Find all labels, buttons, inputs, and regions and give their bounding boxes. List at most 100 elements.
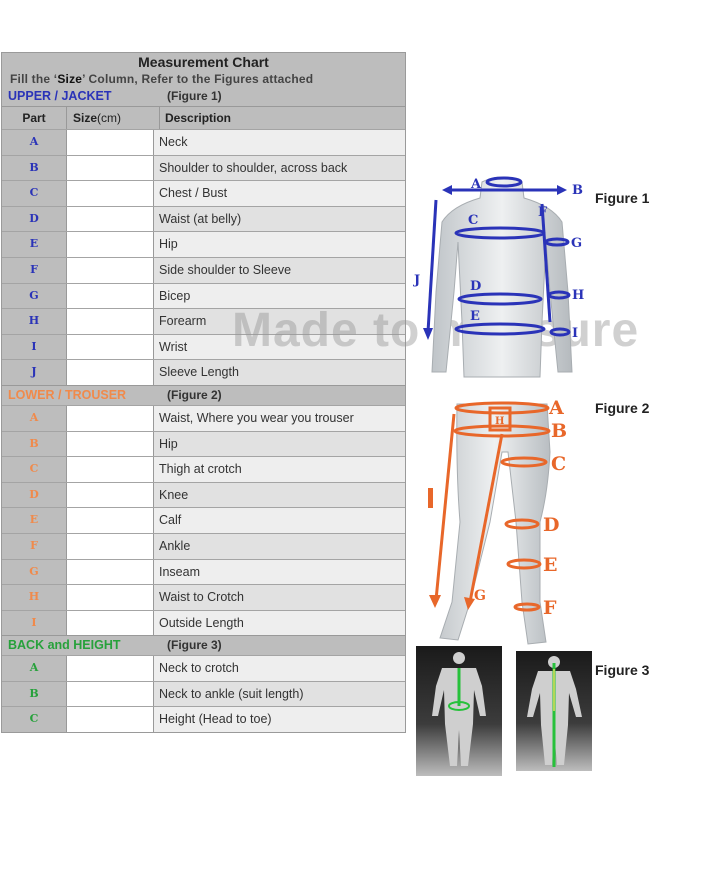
figure-3-back-view-left xyxy=(416,646,502,776)
size-input-cell[interactable] xyxy=(66,334,153,360)
fig1-letter-d: D xyxy=(470,279,481,294)
measurement-description: Forearm xyxy=(153,309,405,334)
size-input-cell[interactable] xyxy=(66,482,153,508)
size-input-cell[interactable] xyxy=(66,206,153,232)
part-letter: F xyxy=(30,538,38,552)
measurement-description: Hip xyxy=(153,431,405,457)
section-lower-header: LOWER / TROUSER (Figure 2) xyxy=(2,384,405,405)
size-input-cell[interactable] xyxy=(66,707,153,733)
measurement-description: Waist (at belly) xyxy=(153,206,405,232)
size-input-cell[interactable] xyxy=(66,533,153,559)
figure-1-torso-illustration: A B C D E F G H I J xyxy=(413,176,584,378)
column-header-description: Description xyxy=(159,107,405,129)
size-input-cell[interactable] xyxy=(66,283,153,309)
measurement-description: Sleeve Length xyxy=(153,360,405,385)
size-input-cell[interactable] xyxy=(66,656,153,681)
measurement-chart: Measurement Chart Fill the ‘Size’ Column… xyxy=(1,52,406,734)
fig1-letter-g: G xyxy=(571,236,582,251)
size-input-cell[interactable] xyxy=(66,257,153,283)
figure-2-legs-illustration: A B C D E F G H xyxy=(428,397,567,645)
size-input-cell[interactable] xyxy=(66,155,153,181)
part-letter: G xyxy=(29,288,39,302)
table-row: J Sleeve Length xyxy=(2,359,405,385)
size-input-cell[interactable] xyxy=(66,360,153,385)
fig2-letter-h: H xyxy=(495,416,504,427)
part-letter: E xyxy=(29,513,39,527)
figure-3-back-view-right xyxy=(516,651,592,771)
table-row: F Ankle xyxy=(2,532,405,559)
size-input-cell[interactable] xyxy=(66,431,153,457)
part-letter: A xyxy=(29,661,39,675)
part-letter: B xyxy=(29,160,39,174)
part-letter: J xyxy=(31,365,37,379)
chart-title: Measurement Chart xyxy=(138,54,269,70)
size-input-cell[interactable] xyxy=(66,309,153,334)
section-upper-title: UPPER / JACKET xyxy=(8,89,112,103)
fig2-letter-a: A xyxy=(548,397,564,419)
measurement-description: Waist to Crotch xyxy=(153,585,405,610)
part-letter: I xyxy=(31,339,37,353)
measurement-description: Chest / Bust xyxy=(153,181,405,206)
size-input-cell[interactable] xyxy=(66,681,153,707)
section-back-header: BACK and HEIGHT (Figure 3) xyxy=(2,635,405,655)
section-back-figure-ref: (Figure 3) xyxy=(167,638,222,653)
size-input-cell[interactable] xyxy=(66,585,153,610)
part-letter: D xyxy=(29,211,39,225)
table-row: D Knee xyxy=(2,481,405,508)
fig1-letter-b: B xyxy=(572,183,583,198)
measurement-description: Hip xyxy=(153,232,405,257)
measurement-description: Height (Head to toe) xyxy=(153,707,405,733)
fig1-letter-i: I xyxy=(572,326,578,341)
size-input-cell[interactable] xyxy=(66,405,153,431)
size-input-cell[interactable] xyxy=(66,457,153,482)
table-row: C Thigh at crotch xyxy=(2,456,405,482)
figure-1-label: Figure 1 xyxy=(595,190,650,206)
fig2-letter-e: E xyxy=(543,554,557,576)
measurement-description: Neck to ankle (suit length) xyxy=(153,681,405,707)
size-input-cell[interactable] xyxy=(66,610,153,636)
part-letter: F xyxy=(30,262,38,276)
fig1-letter-f: F xyxy=(538,205,548,220)
fig2-letter-f: F xyxy=(543,597,557,619)
part-letter: D xyxy=(29,487,39,501)
size-input-cell[interactable] xyxy=(66,130,153,155)
section-lower-figure-ref: (Figure 2) xyxy=(167,387,222,402)
column-header-size: Size(cm) xyxy=(66,107,159,129)
fig1-letter-e: E xyxy=(470,309,480,324)
fig1-letter-h: H xyxy=(572,288,584,303)
measurement-description: Ankle xyxy=(153,533,405,559)
section-upper-figure-ref: (Figure 1) xyxy=(167,89,222,103)
size-input-cell[interactable] xyxy=(66,508,153,533)
size-input-cell[interactable] xyxy=(66,181,153,206)
section-upper-header: UPPER / JACKET (Figure 1) xyxy=(2,87,405,106)
measurement-description: Thigh at crotch xyxy=(153,457,405,482)
size-input-cell[interactable] xyxy=(66,559,153,585)
part-letter: C xyxy=(29,186,39,200)
measurement-description: Outside Length xyxy=(153,610,405,636)
part-letter: A xyxy=(29,135,39,148)
part-letter: E xyxy=(29,237,39,251)
measurement-description: Knee xyxy=(153,482,405,508)
table-row: E Hip xyxy=(2,231,405,257)
part-letter: C xyxy=(29,462,39,476)
fig1-letter-j: J xyxy=(413,273,420,288)
part-letter: C xyxy=(29,712,39,726)
table-row: B Shoulder to shoulder, across back xyxy=(2,154,405,181)
measurement-description: Shoulder to shoulder, across back xyxy=(153,155,405,181)
section-lower-title: LOWER / TROUSER xyxy=(8,387,127,402)
size-input-cell[interactable] xyxy=(66,232,153,257)
measurement-description: Wrist xyxy=(153,334,405,360)
measurement-description: Waist, Where you wear you trouser xyxy=(153,405,405,431)
measurement-description: Side shoulder to Sleeve xyxy=(153,257,405,283)
figure-3-label: Figure 3 xyxy=(595,662,650,678)
part-letter: G xyxy=(29,564,39,578)
